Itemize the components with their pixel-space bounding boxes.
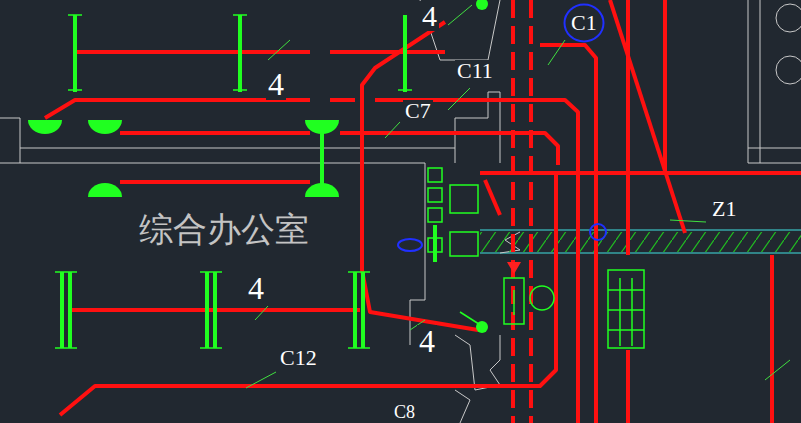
- callout-circle: C1: [563, 3, 605, 43]
- duct-label: Z1: [710, 198, 738, 220]
- pipe-label: C7: [403, 100, 433, 122]
- callout-number: 4: [246, 272, 266, 304]
- callout-number: 4: [420, 1, 439, 31]
- pipe-label: C8: [392, 403, 417, 421]
- pipe-label: C12: [278, 347, 319, 369]
- callout-number: 4: [266, 68, 286, 100]
- room-name: 综合办公室: [137, 212, 311, 246]
- callout-text: C1: [571, 12, 597, 34]
- pipe-label: C11: [455, 60, 495, 82]
- callout-number: 4: [417, 325, 437, 357]
